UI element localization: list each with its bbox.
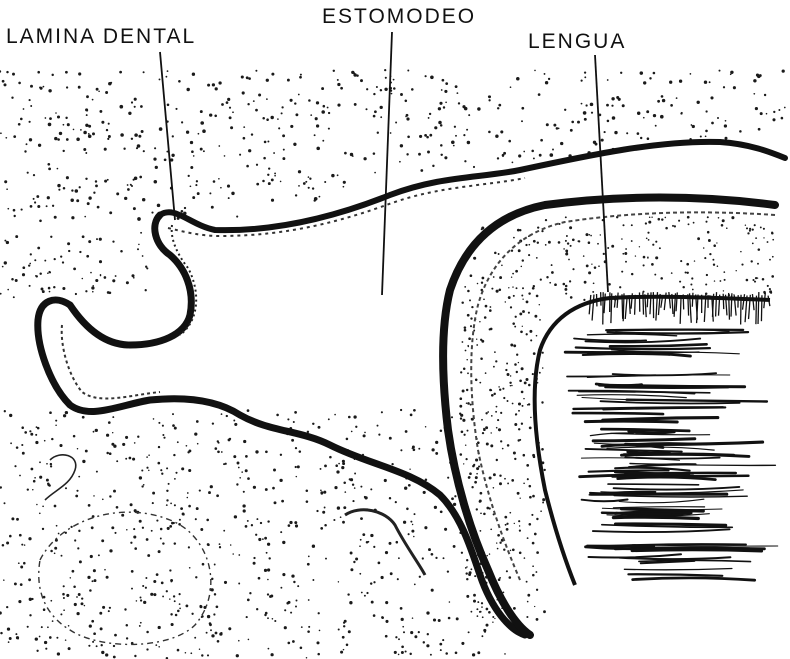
tongue-muscle-fibers <box>565 329 778 580</box>
lower-mesenchyme-stipple <box>0 232 506 659</box>
label-lengua: LENGUA <box>528 31 626 52</box>
label-estomodeo: ESTOMODEO <box>322 6 476 27</box>
lower-left-vessel <box>45 455 76 500</box>
leader-line-lengua <box>595 55 608 292</box>
label-lamina-dental: LAMINA DENTAL <box>6 26 196 47</box>
small-vessel <box>345 510 425 575</box>
upper-epithelium <box>160 142 785 230</box>
dental-lamina-bud <box>70 215 191 345</box>
leader-line-estomodeo <box>382 32 392 295</box>
small-vessel-inner <box>350 516 390 530</box>
lower-lip-epithelium-inner <box>62 325 160 399</box>
bone-trabecula <box>39 512 211 644</box>
